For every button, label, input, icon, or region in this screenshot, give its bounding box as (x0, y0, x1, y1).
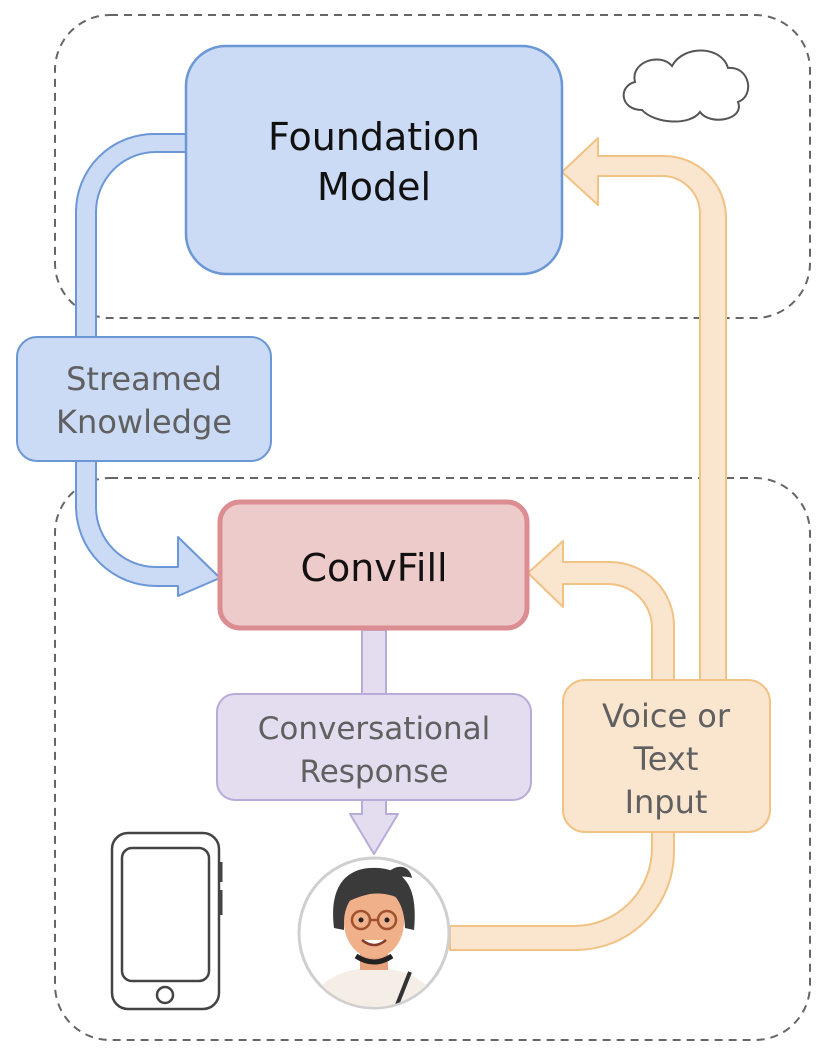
conversational-response-node: Conversational Response (216, 693, 532, 801)
streamed-knowledge-label-1: Streamed (66, 360, 222, 398)
conversational-response-label-2: Response (300, 754, 449, 790)
user-avatar (297, 856, 451, 1010)
foundation-model-label-2: Model (317, 165, 431, 209)
input-to-foundation-arrow (561, 137, 727, 681)
cloud-icon (622, 49, 750, 123)
cloud-region (54, 14, 811, 319)
voice-text-input-label-1: Voice or (602, 697, 731, 735)
convfill-node: ConvFill (217, 499, 530, 631)
device-region (54, 477, 811, 1041)
voice-text-input-label-2: Text (633, 740, 699, 778)
smartphone-icon (110, 831, 223, 1011)
convfill-to-response-shaft (361, 629, 387, 697)
input-to-convfill-arrow (527, 540, 675, 681)
conversational-response-label-1: Conversational (258, 711, 491, 747)
convfill-label: ConvFill (300, 546, 447, 590)
voice-text-input-label-3: Input (625, 783, 708, 821)
foundation-model-label-1: Foundation (268, 115, 480, 159)
user-to-input-arrow (449, 831, 675, 951)
streamed-knowledge-arrow (75, 133, 221, 597)
response-to-user-arrow (349, 799, 399, 855)
voice-text-input-node: Voice or Text Input (562, 679, 771, 833)
streamed-knowledge-node: Streamed Knowledge (16, 336, 272, 462)
streamed-knowledge-label-2: Knowledge (56, 403, 232, 441)
foundation-model-node: Foundation Model (184, 44, 564, 276)
